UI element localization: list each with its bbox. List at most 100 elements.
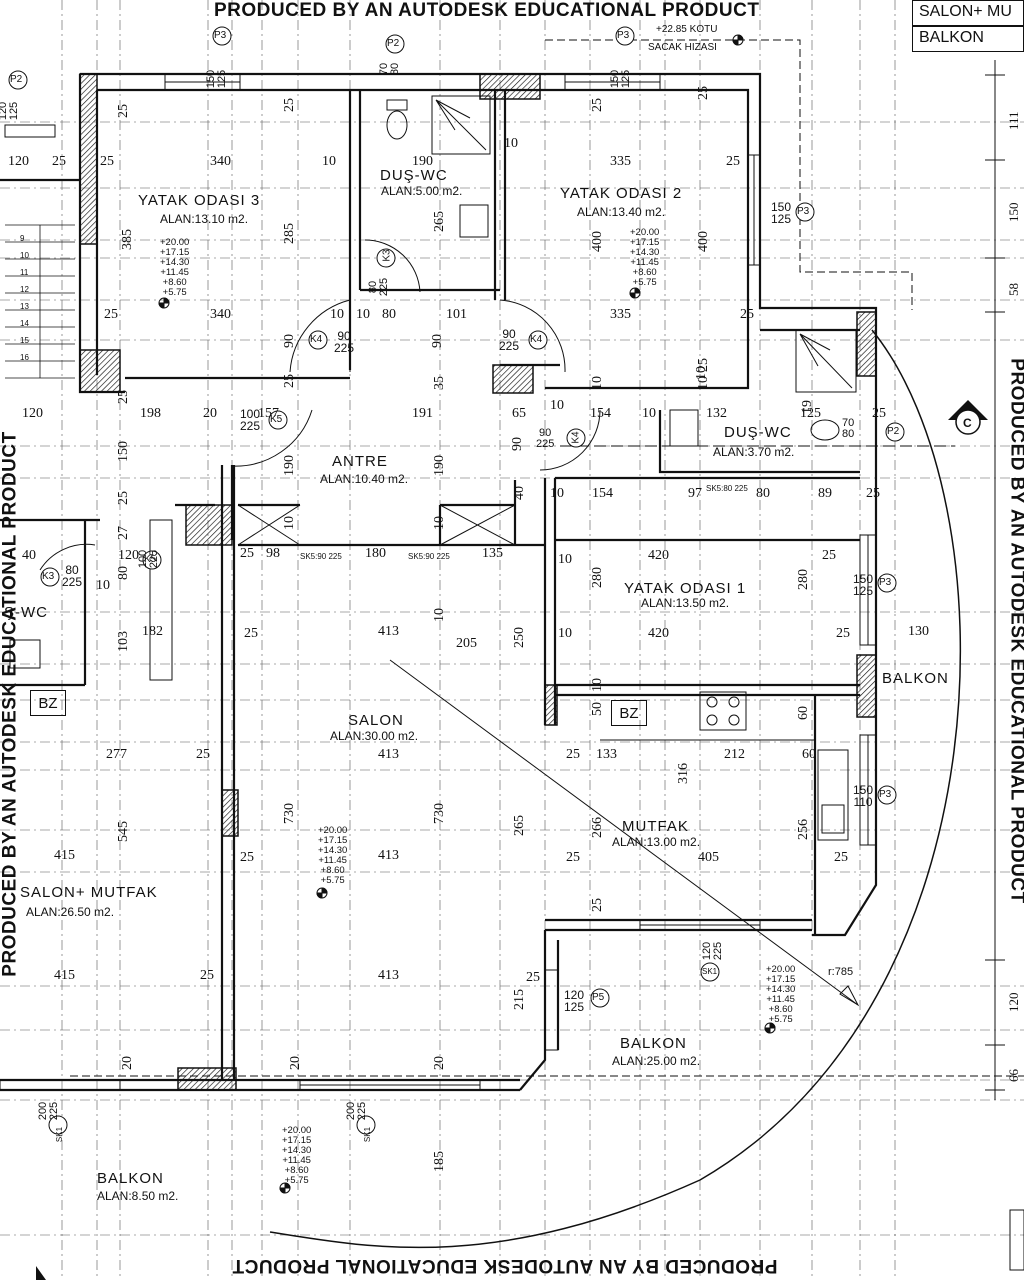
- window-dim: 200 225: [37, 1101, 61, 1121]
- dimension-label: 25: [240, 546, 254, 561]
- door-dim: 120 225: [701, 941, 725, 961]
- dimension-label: 25: [590, 98, 605, 112]
- windows: [0, 73, 877, 1091]
- dimension-label: 90: [430, 334, 445, 348]
- dimension-label: 191: [412, 406, 433, 421]
- room-area: ALAN:25.00 m2.: [612, 1054, 701, 1068]
- dimension-label: 20: [203, 406, 217, 421]
- dimension-label: 10: [322, 154, 336, 169]
- sk-tag: SK1: [55, 1126, 65, 1143]
- dimension-label: 25: [282, 374, 297, 388]
- dimension-label: 25: [872, 406, 886, 421]
- dimension-label: 415: [54, 968, 75, 983]
- window-tag: P3: [797, 206, 810, 217]
- right-ruler: [985, 60, 1024, 1271]
- scale-label: 120: [1006, 992, 1021, 1013]
- dimension-label: 135: [482, 546, 503, 561]
- dimension-label: 80: [756, 486, 770, 501]
- stair-step-number: 10: [20, 251, 29, 260]
- watermark-top: PRODUCED BY AN AUTODESK EDUCATIONAL PROD…: [214, 0, 760, 21]
- door-dim: 90 225: [334, 329, 355, 355]
- window-dim: 120 125: [0, 101, 21, 121]
- dimension-label: 19: [800, 400, 815, 414]
- dimension-label: 25: [100, 154, 114, 169]
- window-dim: 150 125: [853, 572, 874, 598]
- window-tag: P3: [617, 30, 630, 41]
- room-name: BALKON: [882, 670, 949, 687]
- columns: [79, 73, 877, 1091]
- bz-box: BZ: [30, 690, 66, 716]
- door-tag: K5: [270, 414, 283, 425]
- window-tag: P3: [879, 789, 892, 800]
- window-tag: P3: [879, 577, 892, 588]
- dimension-label: 400: [696, 231, 711, 252]
- room-area: ALAN:13.00 m2.: [612, 835, 701, 849]
- room-name: Ş-WC: [4, 604, 48, 621]
- window-dim: 150 125: [771, 200, 792, 226]
- sk-note: SK5:80 225: [706, 484, 748, 493]
- fixtures: [5, 95, 857, 841]
- section-mark: [560, 400, 988, 447]
- dimension-label: 266: [590, 817, 605, 838]
- kitchen-sink: [817, 749, 849, 841]
- dimension-label: 413: [378, 624, 399, 639]
- sk-note: SK5:90 225: [408, 552, 450, 561]
- dimension-label: 190: [412, 154, 433, 169]
- dimension-label: 25: [116, 104, 131, 118]
- room-area: ALAN:13.10 m2.: [160, 212, 249, 226]
- dimension-label: 265: [512, 815, 527, 836]
- dimension-label: 285: [282, 223, 297, 244]
- dimension-label: 157: [258, 406, 279, 421]
- watermark-right: PRODUCED BY AN AUTODESK EDUCATIONAL PROD…: [1006, 358, 1024, 904]
- section-label: C: [963, 416, 972, 430]
- dimension-label: 25: [240, 850, 254, 865]
- room-area: ALAN:8.50 m2.: [97, 1189, 179, 1203]
- dimension-label: 10: [432, 516, 447, 530]
- dimension-label: 10: [504, 136, 518, 151]
- dimension-label: 400: [590, 231, 605, 252]
- dimension-label: 60: [802, 747, 816, 762]
- dimension-label: 10: [558, 626, 572, 641]
- dimension-label: 413: [378, 747, 399, 762]
- window-dim: 150 125: [205, 69, 229, 89]
- dimension-label: 182: [142, 624, 163, 639]
- dimension-label: 413: [378, 968, 399, 983]
- room-name: BALKON: [620, 1035, 687, 1052]
- dimension-label: 185: [432, 1151, 447, 1172]
- level-list: +20.00 +17.15 +14.30 +11.45 +8.60 +5.75: [282, 1125, 312, 1186]
- door-tag: K3: [42, 571, 55, 582]
- room-area: ALAN:13.40 m2.: [577, 205, 666, 219]
- dimension-label: 25: [696, 86, 711, 100]
- sk-tag: SK1: [702, 967, 718, 976]
- dimension-label: 154: [592, 486, 613, 501]
- room-name: DUŞ-WC: [724, 424, 792, 441]
- dimension-label: 420: [648, 548, 669, 563]
- dimension-label: 154: [590, 406, 611, 421]
- dimension-label: 385: [120, 229, 135, 250]
- scale-label: 58: [1006, 283, 1021, 296]
- legend-item: BALKON: [912, 26, 1024, 52]
- stair-step-number: 14: [20, 319, 29, 328]
- dimension-label: 280: [590, 567, 605, 588]
- dimension-label: 25: [836, 626, 850, 641]
- stair-step-number: 12: [20, 285, 29, 294]
- dimension-label: 103: [116, 631, 131, 652]
- room-area: ALAN:13.50 m2.: [641, 596, 730, 610]
- door-dim: 90 225: [499, 327, 520, 353]
- dimension-label: 89: [818, 486, 832, 501]
- window-tag: P3: [214, 30, 227, 41]
- watermark-bottom: PRODUCED BY AN AUTODESK EDUCATIONAL PROD…: [232, 1255, 778, 1276]
- dimension-label: 25: [866, 486, 880, 501]
- door-tag: K4: [530, 334, 543, 345]
- stair-step-number: 13: [20, 302, 29, 311]
- dimension-label: 35: [432, 376, 447, 390]
- shower-top: [431, 95, 491, 155]
- dimension-label: 50: [590, 702, 605, 716]
- dimension-label: 98: [266, 546, 280, 561]
- dimension-label: 280: [796, 569, 811, 590]
- dimension-label: 120: [22, 406, 43, 421]
- dimension-label: 198: [140, 406, 161, 421]
- sk-tag: SK1: [363, 1126, 373, 1143]
